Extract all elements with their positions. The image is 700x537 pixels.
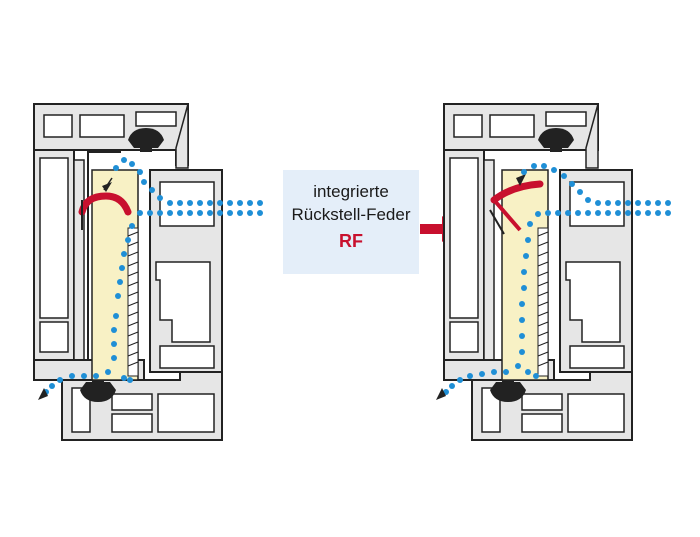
left-window-profile: [33, 103, 263, 441]
callout-code: RF: [339, 231, 363, 251]
callout-line-integrated: integrierte: [313, 182, 389, 201]
right-airflow-path: [443, 163, 671, 395]
right-reset-spring: [490, 180, 544, 204]
callout-line-reset-spring: Rückstell-Feder: [291, 205, 411, 224]
upper-seal: [538, 128, 574, 152]
left-reset-spring: [78, 192, 132, 216]
spring-callout-box: integrierte Rückstell-Feder RF: [283, 170, 419, 274]
left-airflow-path: [43, 157, 263, 395]
right-window-profile: [436, 103, 671, 441]
upper-seal: [128, 128, 164, 152]
